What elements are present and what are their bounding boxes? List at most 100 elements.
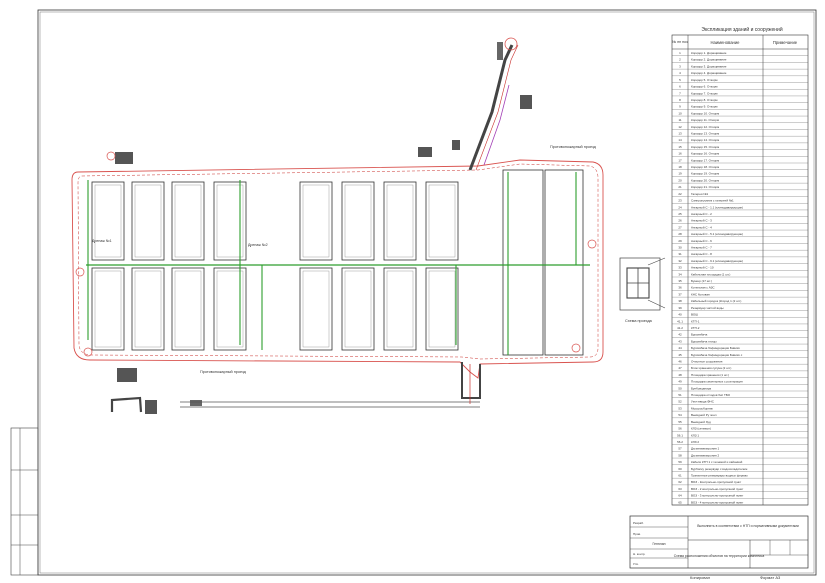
legend-row-name: Бунбовцанира — [691, 386, 711, 390]
legend-row-name: Коридор 21. Откорм — [691, 185, 719, 189]
legend-row-name: Коридор 2. Доращивание — [691, 58, 727, 62]
stamp-title: Схема расположения объектов на территори… — [674, 554, 765, 558]
legend-row-num: 30 — [678, 246, 682, 250]
legend-row-name: Ангарный С - 9.1 (клинодавирующие) — [691, 259, 743, 263]
legend-row-name: ВОЗ - 2 контрольно-пропускной пункт — [691, 487, 744, 491]
legend-row-name: Ангарный С - 6 — [691, 239, 712, 243]
sheet-frame — [37, 9, 817, 576]
legend-row-name: Резервуар чистой воды — [691, 306, 724, 310]
legend-row-num: 3 — [679, 64, 681, 68]
legend-row-name: КЛЗ 1 — [691, 433, 699, 437]
footer-left: Копировал — [690, 575, 711, 580]
building-block — [520, 95, 532, 109]
legend-row-name: Узел ввода ФНС — [691, 400, 715, 404]
barn — [341, 267, 375, 351]
legend-row-num: 45 — [678, 353, 682, 357]
legend-table: Экспликация зданий и сооружений № пп поз… — [671, 26, 809, 506]
legend-row-name: Дызинимизирония 1 — [691, 447, 719, 451]
legend-row-num: 64 — [678, 494, 682, 498]
legend-row-num: 11 — [678, 118, 681, 122]
barn — [341, 181, 375, 261]
legend-row-name: Бурбилку резервуар с водоохладителем — [691, 467, 747, 471]
barn — [383, 267, 417, 351]
legend-row-name: Коридор 6. Откорм — [691, 85, 717, 89]
label-side-scheme: Схема проезда — [625, 319, 653, 323]
legend-row-num: 28 — [678, 232, 682, 236]
stamp-role-1: Разраб. — [633, 521, 644, 525]
legend-row-name: Коридор 9. Откорм — [691, 105, 717, 109]
legend-row-name: КТП-2 — [691, 326, 700, 330]
legend-row-num: 12 — [678, 125, 682, 129]
legend-row-num: 40 — [678, 313, 682, 317]
legend-header-name: Наименование — [710, 40, 740, 45]
legend-row-num: 56.1 — [677, 433, 683, 437]
stamp-note: Выполнить в соответствии с НТП и нормати… — [697, 524, 799, 528]
legend-row-num: 14 — [678, 138, 682, 142]
legend-row-num: 56.2 — [677, 440, 683, 444]
legend-row-name: Коридор 1. Доращивание — [691, 51, 727, 55]
legend-row-name: КТП-1 — [691, 319, 700, 323]
barn-group — [91, 169, 584, 356]
legend-row-num: 6 — [679, 85, 681, 89]
legend-row-name: Бурсивбача бофиндорация Бивиях с — [691, 353, 743, 357]
legend-row-name: Кабельный городок (Кгород 1 (2 шт.) — [691, 299, 741, 303]
legend-row-num: 57 — [678, 447, 682, 451]
legend-row-num: 20 — [678, 178, 682, 182]
legend-row-num: 5 — [679, 78, 681, 82]
legend-row-num: 41.1 — [677, 319, 683, 323]
legend-row-name: Ангарный С - 8 — [691, 252, 712, 256]
legend-row-name: Кабельная площадка (1 шт.) — [691, 272, 730, 276]
legend-row-num: 42 — [678, 333, 682, 337]
legend-row-num: 49 — [678, 380, 682, 384]
barn — [131, 181, 165, 261]
legend-row-num: 55 — [678, 420, 682, 424]
legend-row-name: Коридор 19. Откорм — [691, 172, 719, 176]
legend-row-name: Дызинимизирония 2 — [691, 453, 719, 457]
barn-large — [502, 169, 544, 356]
barn — [425, 181, 459, 261]
footer-right: Формат А3 — [760, 575, 781, 580]
legend-row-num: 15 — [678, 145, 682, 149]
site-plan: Противопожарный проезд Противопожарный п… — [71, 37, 666, 414]
legend-row-num: 32 — [678, 259, 682, 263]
legend-row-name: Блок хранения сусуна (2 шт.) — [691, 366, 731, 370]
stamp-role-2: Пров. — [633, 532, 641, 536]
label-line-b: Дренаж №2 — [248, 243, 268, 247]
barn — [131, 267, 165, 351]
barn — [299, 181, 333, 261]
label-line-a: Дренаж №1 — [92, 239, 112, 243]
barn — [383, 181, 417, 261]
legend-row-num: 56 — [678, 427, 682, 431]
legend-row-num: 47 — [678, 366, 682, 370]
legend-row-name: Коридор 8. Откорм — [691, 98, 717, 102]
legend-row-num: 37 — [678, 292, 682, 296]
legend-row-num: 63 — [678, 487, 682, 491]
legend-title: Экспликация зданий и сооружений — [701, 26, 782, 33]
legend-row-name: Коридор 20. Откорм — [691, 178, 719, 182]
stamp-role-4: Утв. — [633, 562, 639, 566]
legend-row-name: Коридор 5. Откорм — [691, 78, 717, 82]
legend-row-name: Коридор 3. Доращивание — [691, 64, 727, 68]
legend-row-num: 46 — [678, 360, 682, 364]
legend-row-num: 18 — [678, 165, 682, 169]
legend-row-num: 1 — [679, 51, 681, 55]
legend-row-num: 53 — [678, 406, 682, 410]
legend-row-name: КНС бытовая — [691, 292, 710, 296]
barn — [171, 181, 205, 261]
barn-large — [544, 169, 584, 356]
legend-row-name: Ангарный С - 5.1 (клинодавирующие) — [691, 232, 743, 236]
legend-row-name: Площадка хранения (1 шт.) — [691, 373, 729, 377]
legend-row-name: Бурсивбача бофиндорация Бивиях — [691, 346, 740, 350]
legend-row-num: 54 — [678, 413, 682, 417]
legend-row-name: Коридор 11. Откорм — [691, 118, 719, 122]
access-road — [468, 44, 514, 171]
legend-row-name: Котельная с АЗС — [691, 286, 715, 290]
legend-row-num: 10 — [678, 111, 682, 115]
label-ring-top: Противопожарный проезд — [550, 145, 597, 149]
legend-row-name: Площадка отходов бис ТБО — [691, 393, 731, 397]
marker-circle — [504, 37, 518, 51]
legend-row-num: 41.2 — [677, 326, 683, 330]
legend-row-num: 4 — [679, 71, 681, 75]
legend-row-num: 17 — [678, 158, 682, 162]
